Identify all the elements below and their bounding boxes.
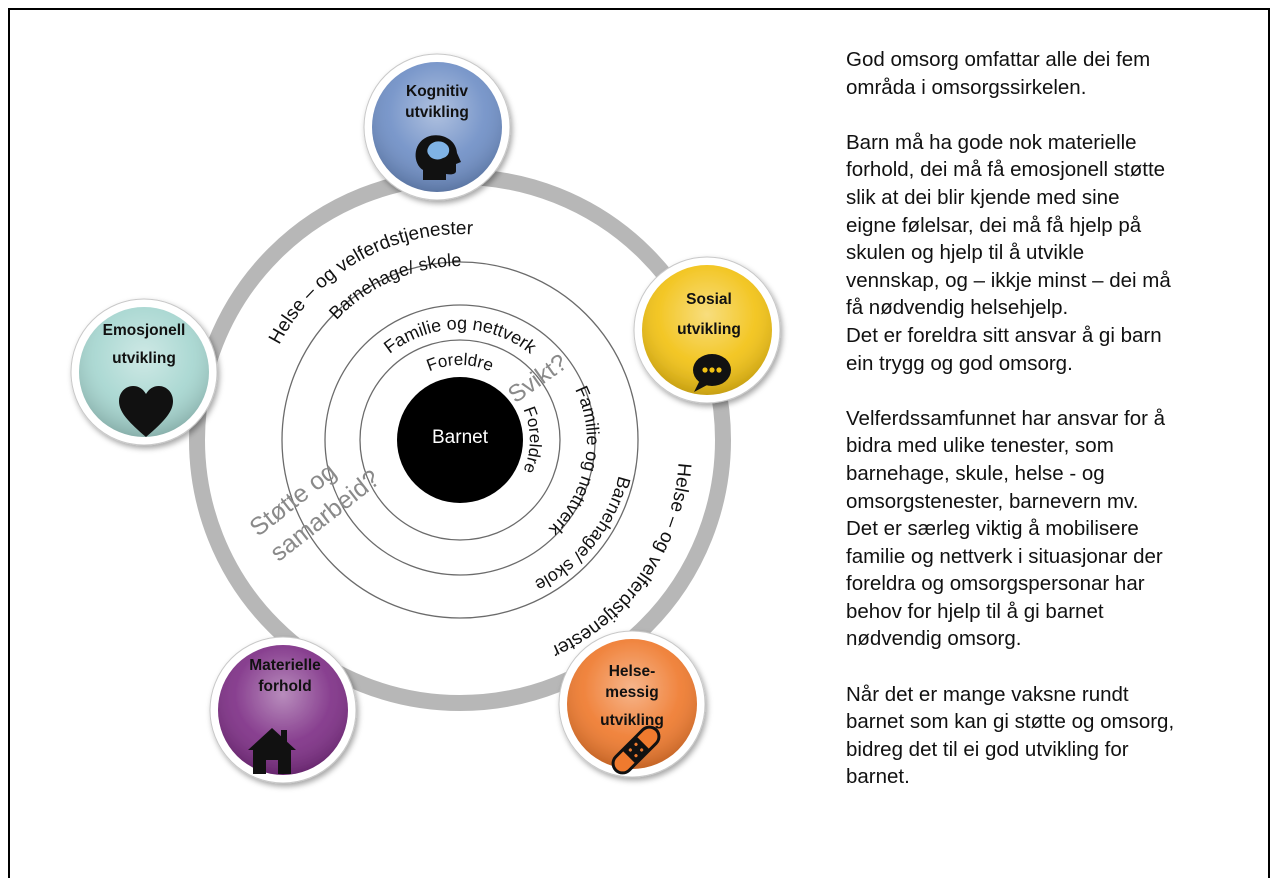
area-label-materielle-1: Materielle [249, 657, 321, 674]
area-label-emosjonell-2: utvikling [112, 350, 176, 367]
area-label-sosial-2: utvikling [677, 321, 741, 338]
text-line: familie og nettverk i situasjonar der [846, 544, 1163, 568]
area-label-kognitiv-2: utvikling [405, 104, 469, 121]
page-frame [8, 8, 1270, 878]
svg-text:Foreldre: Foreldre [520, 404, 545, 476]
text-line: omsorgstenester, barnevern mv. [846, 489, 1139, 513]
center-label: Barnet [432, 427, 489, 448]
bandage-icon [611, 725, 661, 775]
paragraph-4: Når det er mange vaksne rundt barnet som … [846, 681, 1266, 791]
text-line: barnehage, skule, helse - og [846, 461, 1105, 485]
ring-label-foreldre-top: Foreldre [424, 350, 496, 375]
area-label-helse-1: Helse- [609, 663, 656, 680]
text-line: områda i omsorgssirkelen. [846, 75, 1087, 99]
speech-bubble-icon [693, 354, 731, 392]
area-emosjonell [70, 298, 218, 446]
area-sosial [633, 256, 781, 404]
omsorgssirkel-diagram: Barnet Foreldre Foreldre Familie og nett… [70, 53, 781, 784]
text-line: forhold, dei må få emosjonell støtte [846, 158, 1166, 182]
text-line: eigne følelsar, dei må få hjelp på [846, 213, 1142, 237]
text-line: Det er foreldra sitt ansvar å gi barn [846, 323, 1162, 347]
area-label-helse-3: utvikling [600, 712, 664, 729]
area-label-emosjonell-1: Emosjonell [103, 322, 186, 339]
head-icon [415, 135, 461, 180]
text-line: bidra med ulike tenester, som [846, 434, 1114, 458]
text-line: bidreg det til ei god utvikling for [846, 737, 1129, 761]
text-line: skulen og hjelp til å utvikle [846, 241, 1085, 265]
text-line: Det er særleg viktig å mobilisere [846, 517, 1139, 541]
text-line: God omsorg omfattar alle dei fem [846, 48, 1151, 71]
text-line: barnet som kan gi støtte og omsorg, [846, 710, 1175, 734]
area-materielle [209, 636, 357, 784]
area-kognitiv [363, 53, 511, 201]
text-line: foreldra og omsorgspersonar har [846, 572, 1145, 596]
area-label-sosial-1: Sosial [686, 291, 732, 308]
explanation-text: God omsorg omfattar alle dei fem områda i… [846, 46, 1266, 819]
svg-text:Foreldre: Foreldre [424, 350, 496, 375]
text-line: barnet. [846, 765, 910, 789]
heart-icon [119, 386, 173, 437]
text-line: slik at dei blir kjende med sine [846, 185, 1120, 209]
paragraph-1: God omsorg omfattar alle dei fem områda i… [846, 46, 1266, 101]
text-line: Velferdssamfunnet har ansvar for å [846, 406, 1166, 430]
text-line: få nødvendig helsehjelp. [846, 296, 1069, 320]
svg-text:Familie og nettverk: Familie og nettverk [545, 383, 603, 541]
text-line: Barn må ha gode nok materielle [846, 130, 1137, 154]
svikt-label: Svikt? [503, 349, 572, 409]
area-label-materielle-2: forhold [258, 678, 311, 695]
paragraph-3: Velferdssamfunnet har ansvar for å bidra … [846, 405, 1266, 653]
center-circle [397, 377, 523, 503]
text-line: vennskap, og – ikkje minst – dei må [846, 268, 1171, 292]
ring-label-familie-right: Familie og nettverk [545, 383, 603, 541]
text-line: ein trygg og god omsorg. [846, 351, 1073, 375]
text-line: nødvendig omsorg. [846, 627, 1022, 651]
paragraph-2: Barn må ha gode nok materielle forhold, d… [846, 129, 1266, 377]
text-line: behov for hjelp til å gi barnet [846, 599, 1104, 623]
house-icon [248, 728, 296, 774]
ring-familie [324, 304, 596, 576]
ring-label-foreldre-right: Foreldre [520, 404, 545, 476]
area-label-helse-2: messig [605, 684, 658, 701]
text-line: Når det er mange vaksne rundt [846, 682, 1129, 706]
ring-barnehage [281, 261, 639, 619]
ring-foreldre [359, 339, 561, 541]
area-label-kognitiv-1: Kognitiv [406, 83, 468, 100]
area-helsemessig [558, 630, 706, 778]
